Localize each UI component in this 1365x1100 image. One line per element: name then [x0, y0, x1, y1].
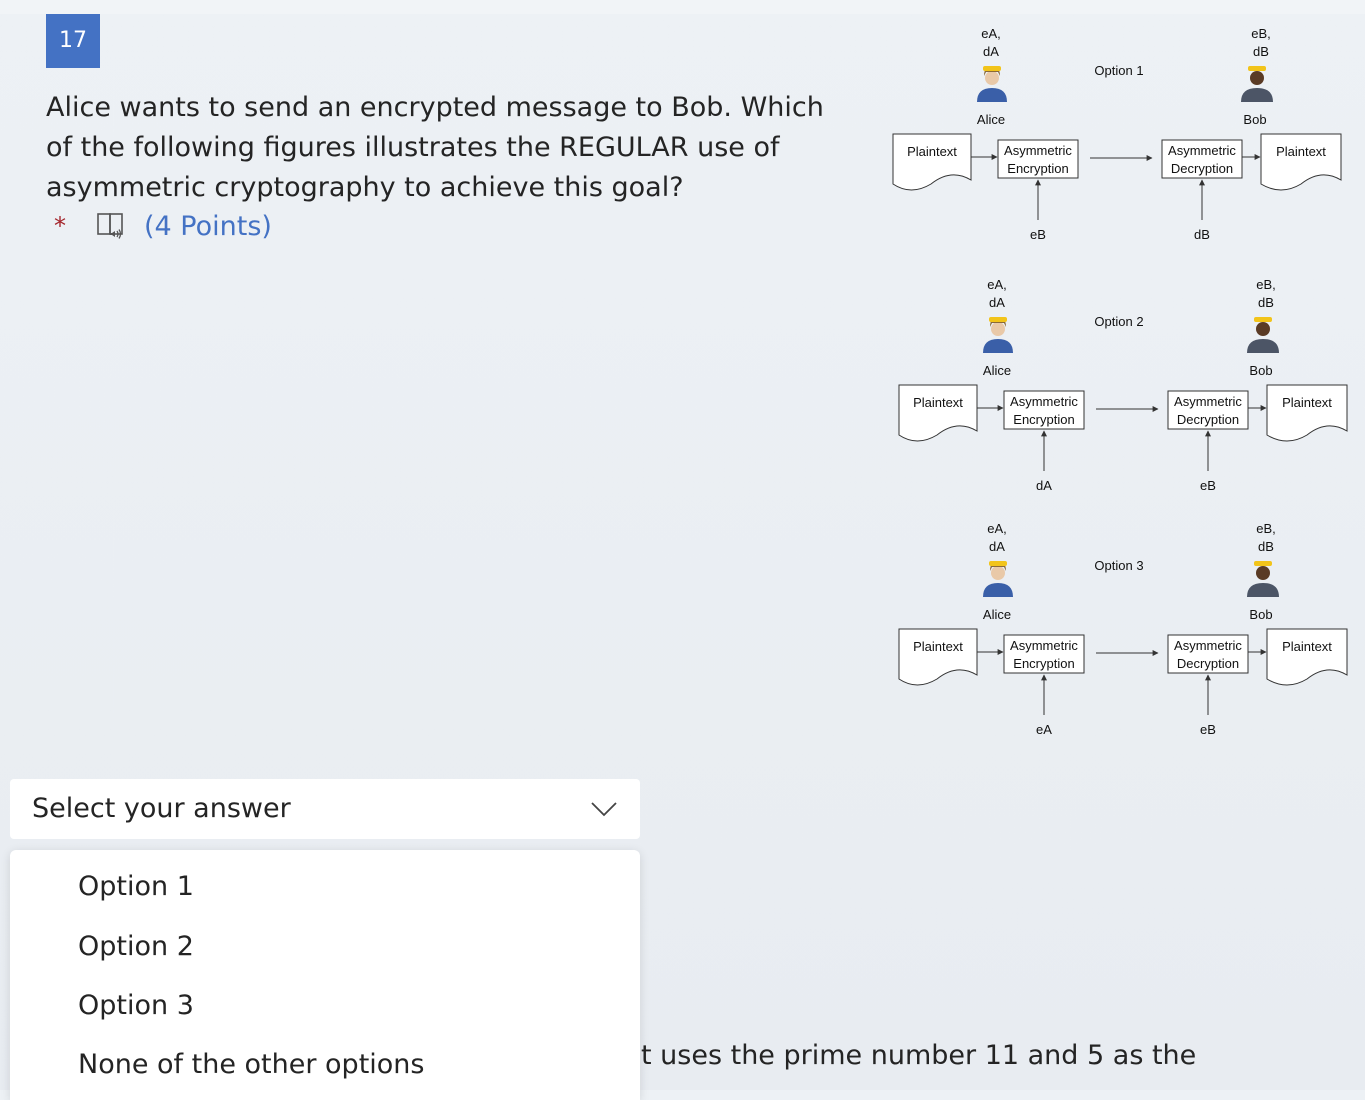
bob-label: Bob — [1249, 607, 1272, 622]
alice-keys-line1: eA, — [981, 26, 1001, 41]
top-strip — [0, 0, 1365, 14]
enc-line1: Asymmetric — [1010, 394, 1078, 409]
enc-key-label: dA — [1036, 478, 1052, 493]
dec-key-label: eB — [1200, 722, 1216, 737]
dec-line2: Decryption — [1171, 161, 1233, 176]
alice-keys-line2: dA — [989, 295, 1005, 310]
bob-keys-line1: eB, — [1251, 26, 1271, 41]
dec-line2: Decryption — [1177, 412, 1239, 427]
enc-key-label: eA — [1036, 722, 1052, 737]
dropdown-option-2[interactable]: Option 2 — [78, 931, 194, 962]
answer-select-placeholder: Select your answer — [32, 793, 291, 824]
bob-keys-line1: eB, — [1256, 521, 1276, 536]
bob-keys-line2: dB — [1258, 295, 1274, 310]
alice-keys-line2: dA — [989, 539, 1005, 554]
dropdown-option-1[interactable]: Option 1 — [78, 871, 194, 902]
question-text: Alice wants to send an encrypted message… — [46, 92, 824, 203]
question-meta: * (4 Points) — [46, 206, 272, 246]
plaintext-left: Plaintext — [913, 639, 963, 654]
plaintext-right: Plaintext — [1282, 395, 1332, 410]
option-title: Option 2 — [1094, 314, 1143, 329]
dec-key-label: eB — [1200, 478, 1216, 493]
chevron-down-icon — [591, 802, 617, 817]
bob-icon — [1247, 317, 1279, 353]
plaintext-right: Plaintext — [1276, 144, 1326, 159]
plaintext-left: Plaintext — [907, 144, 957, 159]
bob-icon — [1247, 561, 1279, 597]
immersive-reader-icon[interactable] — [92, 211, 126, 241]
alice-icon — [977, 66, 1007, 102]
bob-keys-line2: dB — [1258, 539, 1274, 554]
option-2-diagram: eA, dA Alice Option 2 eB, dB Bob Plainte… — [898, 277, 1348, 493]
dropdown-option-3[interactable]: Option 3 — [78, 990, 194, 1021]
alice-icon — [983, 561, 1013, 597]
alice-keys-line1: eA, — [987, 277, 1007, 292]
alice-keys-line2: dA — [983, 44, 999, 59]
dec-key-label: dB — [1194, 227, 1210, 242]
bob-label: Bob — [1249, 363, 1272, 378]
option-title: Option 1 — [1094, 63, 1143, 78]
dec-line1: Asymmetric — [1174, 394, 1242, 409]
question-number: 17 — [46, 14, 100, 68]
required-marker: * — [54, 212, 66, 240]
dropdown-option-none[interactable]: None of the other options — [78, 1049, 425, 1080]
enc-line2: Encryption — [1007, 161, 1068, 176]
bob-label: Bob — [1243, 112, 1266, 127]
alice-label: Alice — [977, 112, 1005, 127]
alice-keys-line1: eA, — [987, 521, 1007, 536]
plaintext-right: Plaintext — [1282, 639, 1332, 654]
option-title: Option 3 — [1094, 558, 1143, 573]
answer-dropdown-list: Option 1 Option 2 Option 3 None of the o… — [10, 850, 640, 1100]
option-diagrams: eA, dA Alice Option 1 eB, dB Bob Plainte… — [892, 26, 1348, 737]
enc-line2: Encryption — [1013, 656, 1074, 671]
alice-label: Alice — [983, 607, 1011, 622]
option-1-diagram: eA, dA Alice Option 1 eB, dB Bob Plainte… — [892, 26, 1342, 242]
enc-line1: Asymmetric — [1010, 638, 1078, 653]
enc-key-label: eB — [1030, 227, 1046, 242]
option-3-diagram: eA, dA Alice Option 3 eB, dB Bob Plainte… — [898, 521, 1348, 737]
points-label: (4 Points) — [144, 210, 272, 242]
dec-line2: Decryption — [1177, 656, 1239, 671]
bob-keys-line1: eB, — [1256, 277, 1276, 292]
dec-line1: Asymmetric — [1174, 638, 1242, 653]
bob-keys-line2: dB — [1253, 44, 1269, 59]
answer-select[interactable]: Select your answer — [10, 779, 640, 839]
enc-line2: Encryption — [1013, 412, 1074, 427]
bob-icon — [1241, 66, 1273, 102]
enc-line1: Asymmetric — [1004, 143, 1072, 158]
alice-icon — [983, 317, 1013, 353]
plaintext-left: Plaintext — [913, 395, 963, 410]
alice-label: Alice — [983, 363, 1011, 378]
dec-line1: Asymmetric — [1168, 143, 1236, 158]
next-question-text: t uses the prime number 11 and 5 as the — [641, 1040, 1197, 1071]
